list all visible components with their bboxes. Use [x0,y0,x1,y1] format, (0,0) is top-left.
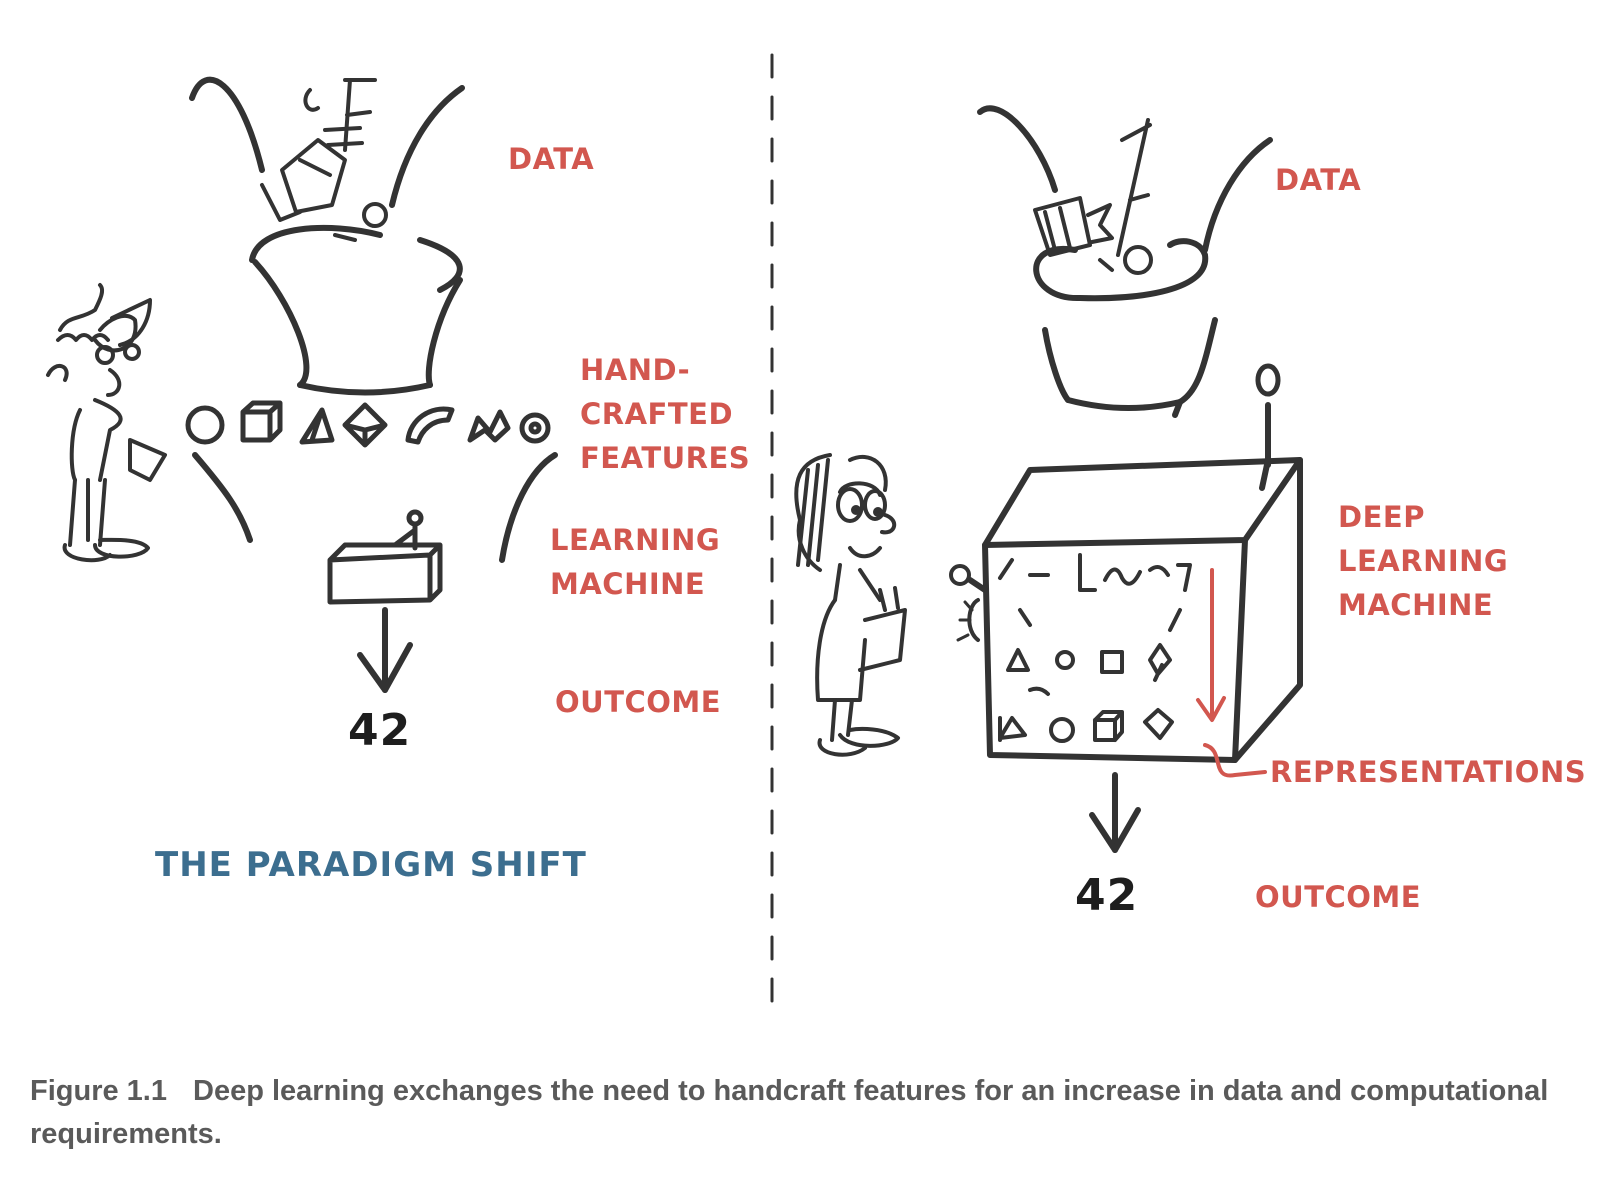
deep-learning-machine-box [949,363,1303,763]
right-data-label: DATA [1275,163,1362,197]
learning-machine-label-line-1: LEARNING [550,523,721,557]
representations-label: REPRESENTATIONS [1270,755,1587,789]
caption-text: Deep learning exchanges the need to hand… [30,1075,1549,1150]
right-outcome-label: OUTCOME [1255,880,1422,914]
learning-machine-box [327,509,443,605]
deep-learning-machine-label-line-3: MACHINE [1338,588,1494,622]
left-outcome-value: 42 [348,705,412,756]
handcrafted-features-label-line-2: CRAFTED [580,397,734,431]
left-funnel [249,225,463,396]
right-data-stream [977,105,1273,253]
left-data-stream [189,76,465,208]
handcrafted-features-label-line-1: HAND- [580,353,691,387]
right-funnel [1033,238,1218,418]
right-data-items [1033,118,1153,275]
paradigm-shift-title: THE PARADIGM SHIFT [155,845,587,885]
deep-learning-machine-label-line-1: DEEP [1338,500,1425,534]
illustration [46,53,1303,1012]
handcrafted-feature-shapes [185,400,551,448]
left-data-items [260,78,388,242]
right-outcome-arrow [1089,772,1141,853]
left-machine-arms [192,452,558,563]
left-outcome-label: OUTCOME [555,685,722,719]
deep-learning-machine-label-line-2: LEARNING [1338,544,1509,578]
learning-machine-label: LEARNING MACHINE [550,518,720,606]
handcrafted-features-label-line-3: FEATURES [580,441,751,475]
left-person [46,283,167,563]
handcrafted-features-label: HAND- CRAFTED FEATURES [580,348,750,480]
left-data-label: DATA [508,142,595,176]
representation-shapes [998,553,1192,743]
right-outcome-value: 42 [1075,870,1139,921]
right-person [794,453,907,757]
deep-learning-machine-label: DEEP LEARNING MACHINE [1338,495,1508,627]
figure-number: Figure 1.1 [30,1075,167,1107]
left-outcome-arrow [357,607,413,693]
learning-machine-label-line-2: MACHINE [550,567,706,601]
representations-arrow [1196,568,1267,778]
figure-panel: DATA HAND- CRAFTED FEATURES LEARNING MAC… [46,53,1587,1012]
